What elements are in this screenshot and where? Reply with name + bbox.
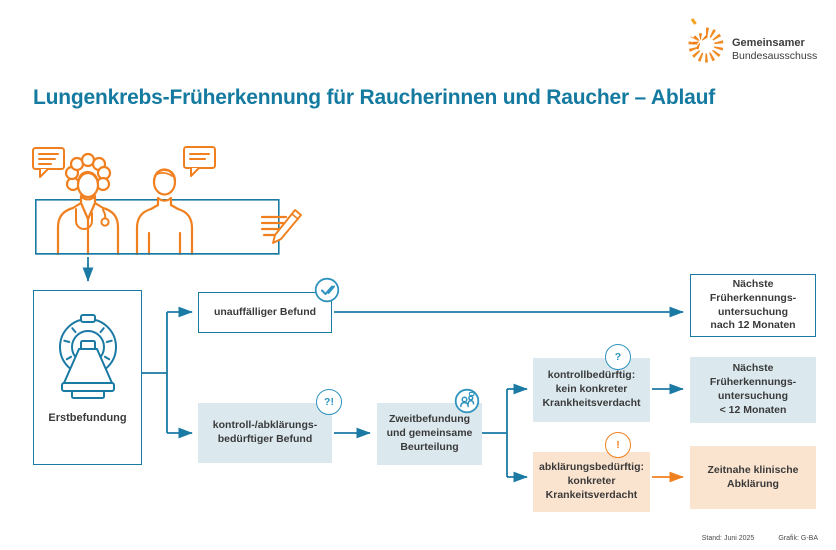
branch-erstbefundung	[142, 312, 168, 433]
footer-credit: Grafik: G-BA	[778, 535, 818, 542]
question-exclamation-icon: ?!	[316, 389, 342, 415]
gba-logo: Gemeinsamer Bundesausschuss	[684, 14, 817, 68]
exclamation-icon: !	[605, 432, 631, 458]
logo-line2: Bundesausschuss	[732, 49, 818, 62]
naechste-nach-12-label: Nächste Früherkennungs- untersuchung nac…	[709, 277, 797, 332]
footer: Stand: Juni 2025 Grafik: G-BA	[702, 535, 818, 542]
group-icon	[454, 388, 480, 414]
naechste-unter-12-label: Nächste Früherkennungs- untersuchung < 1…	[709, 362, 797, 416]
doctor-figure	[56, 152, 120, 256]
gba-spiral-icon	[688, 18, 724, 63]
branch-zweitbefundung	[482, 389, 508, 477]
erstbefundung-label: Erstbefundung	[48, 412, 127, 424]
box-unauffaelliger-befund: unauffälliger Befund	[198, 277, 340, 333]
box-naechste-unter-12: Nächste Früherkennungs- untersuchung < 1…	[690, 357, 816, 423]
box-kontroll-befund: ?! kontroll-/abklärungs- bedürftiger Bef…	[198, 389, 342, 463]
patient-figure	[135, 168, 194, 256]
page-title: Lungenkrebs-Früherkennung für Raucherinn…	[33, 86, 716, 109]
gba-logo-text: Gemeinsamer Bundesausschuss	[732, 37, 817, 62]
ct-scanner-icon	[58, 314, 117, 399]
box-kontrollbeduerftig: ? kontrollbedürftig: kein konkreter Kran…	[533, 344, 650, 422]
consultation-illustration	[32, 146, 302, 256]
box-zeitnahe-abklaerung: Zeitnahe klinische Abklärung	[690, 446, 816, 509]
footer-stand: Stand: Juni 2025	[701, 535, 755, 542]
logo-line1: Gemeinsamer	[732, 37, 805, 49]
zweitbefundung-label: Zweitbefundung und gemeinsame Beurteilun…	[386, 413, 473, 453]
kontrollbeduerftig-label: kontrollbedürftig: kein konkreter Krankh…	[542, 369, 641, 409]
unauffaelliger-befund-label: unauffälliger Befund	[213, 305, 317, 318]
box-abklaerungsbeduerftig: ! abklärungsbedürftig: konkreter Krankei…	[533, 432, 650, 512]
box-naechste-nach-12: Nächste Früherkennungs- untersuchung nac…	[690, 274, 816, 337]
kontroll-befund-label: kontroll-/abklärungs- bedürftiger Befund	[212, 419, 318, 445]
box-zweitbefundung: Zweitbefundung und gemeinsame Beurteilun…	[377, 388, 482, 465]
check-icon	[314, 277, 340, 303]
speech-bubble-icon	[183, 146, 216, 177]
consultation-frame	[34, 198, 280, 255]
question-icon: ?	[605, 344, 631, 370]
abklaerungsbeduerftig-label: abklärungsbedürftig: konkreter Krankeits…	[538, 461, 644, 501]
speech-bubble-icon	[32, 147, 65, 178]
zeitnahe-abklaerung-label: Zeitnahe klinische Abklärung	[707, 463, 799, 490]
box-erstbefundung: Erstbefundung	[33, 290, 142, 465]
notes-pencil-icon	[260, 209, 302, 244]
